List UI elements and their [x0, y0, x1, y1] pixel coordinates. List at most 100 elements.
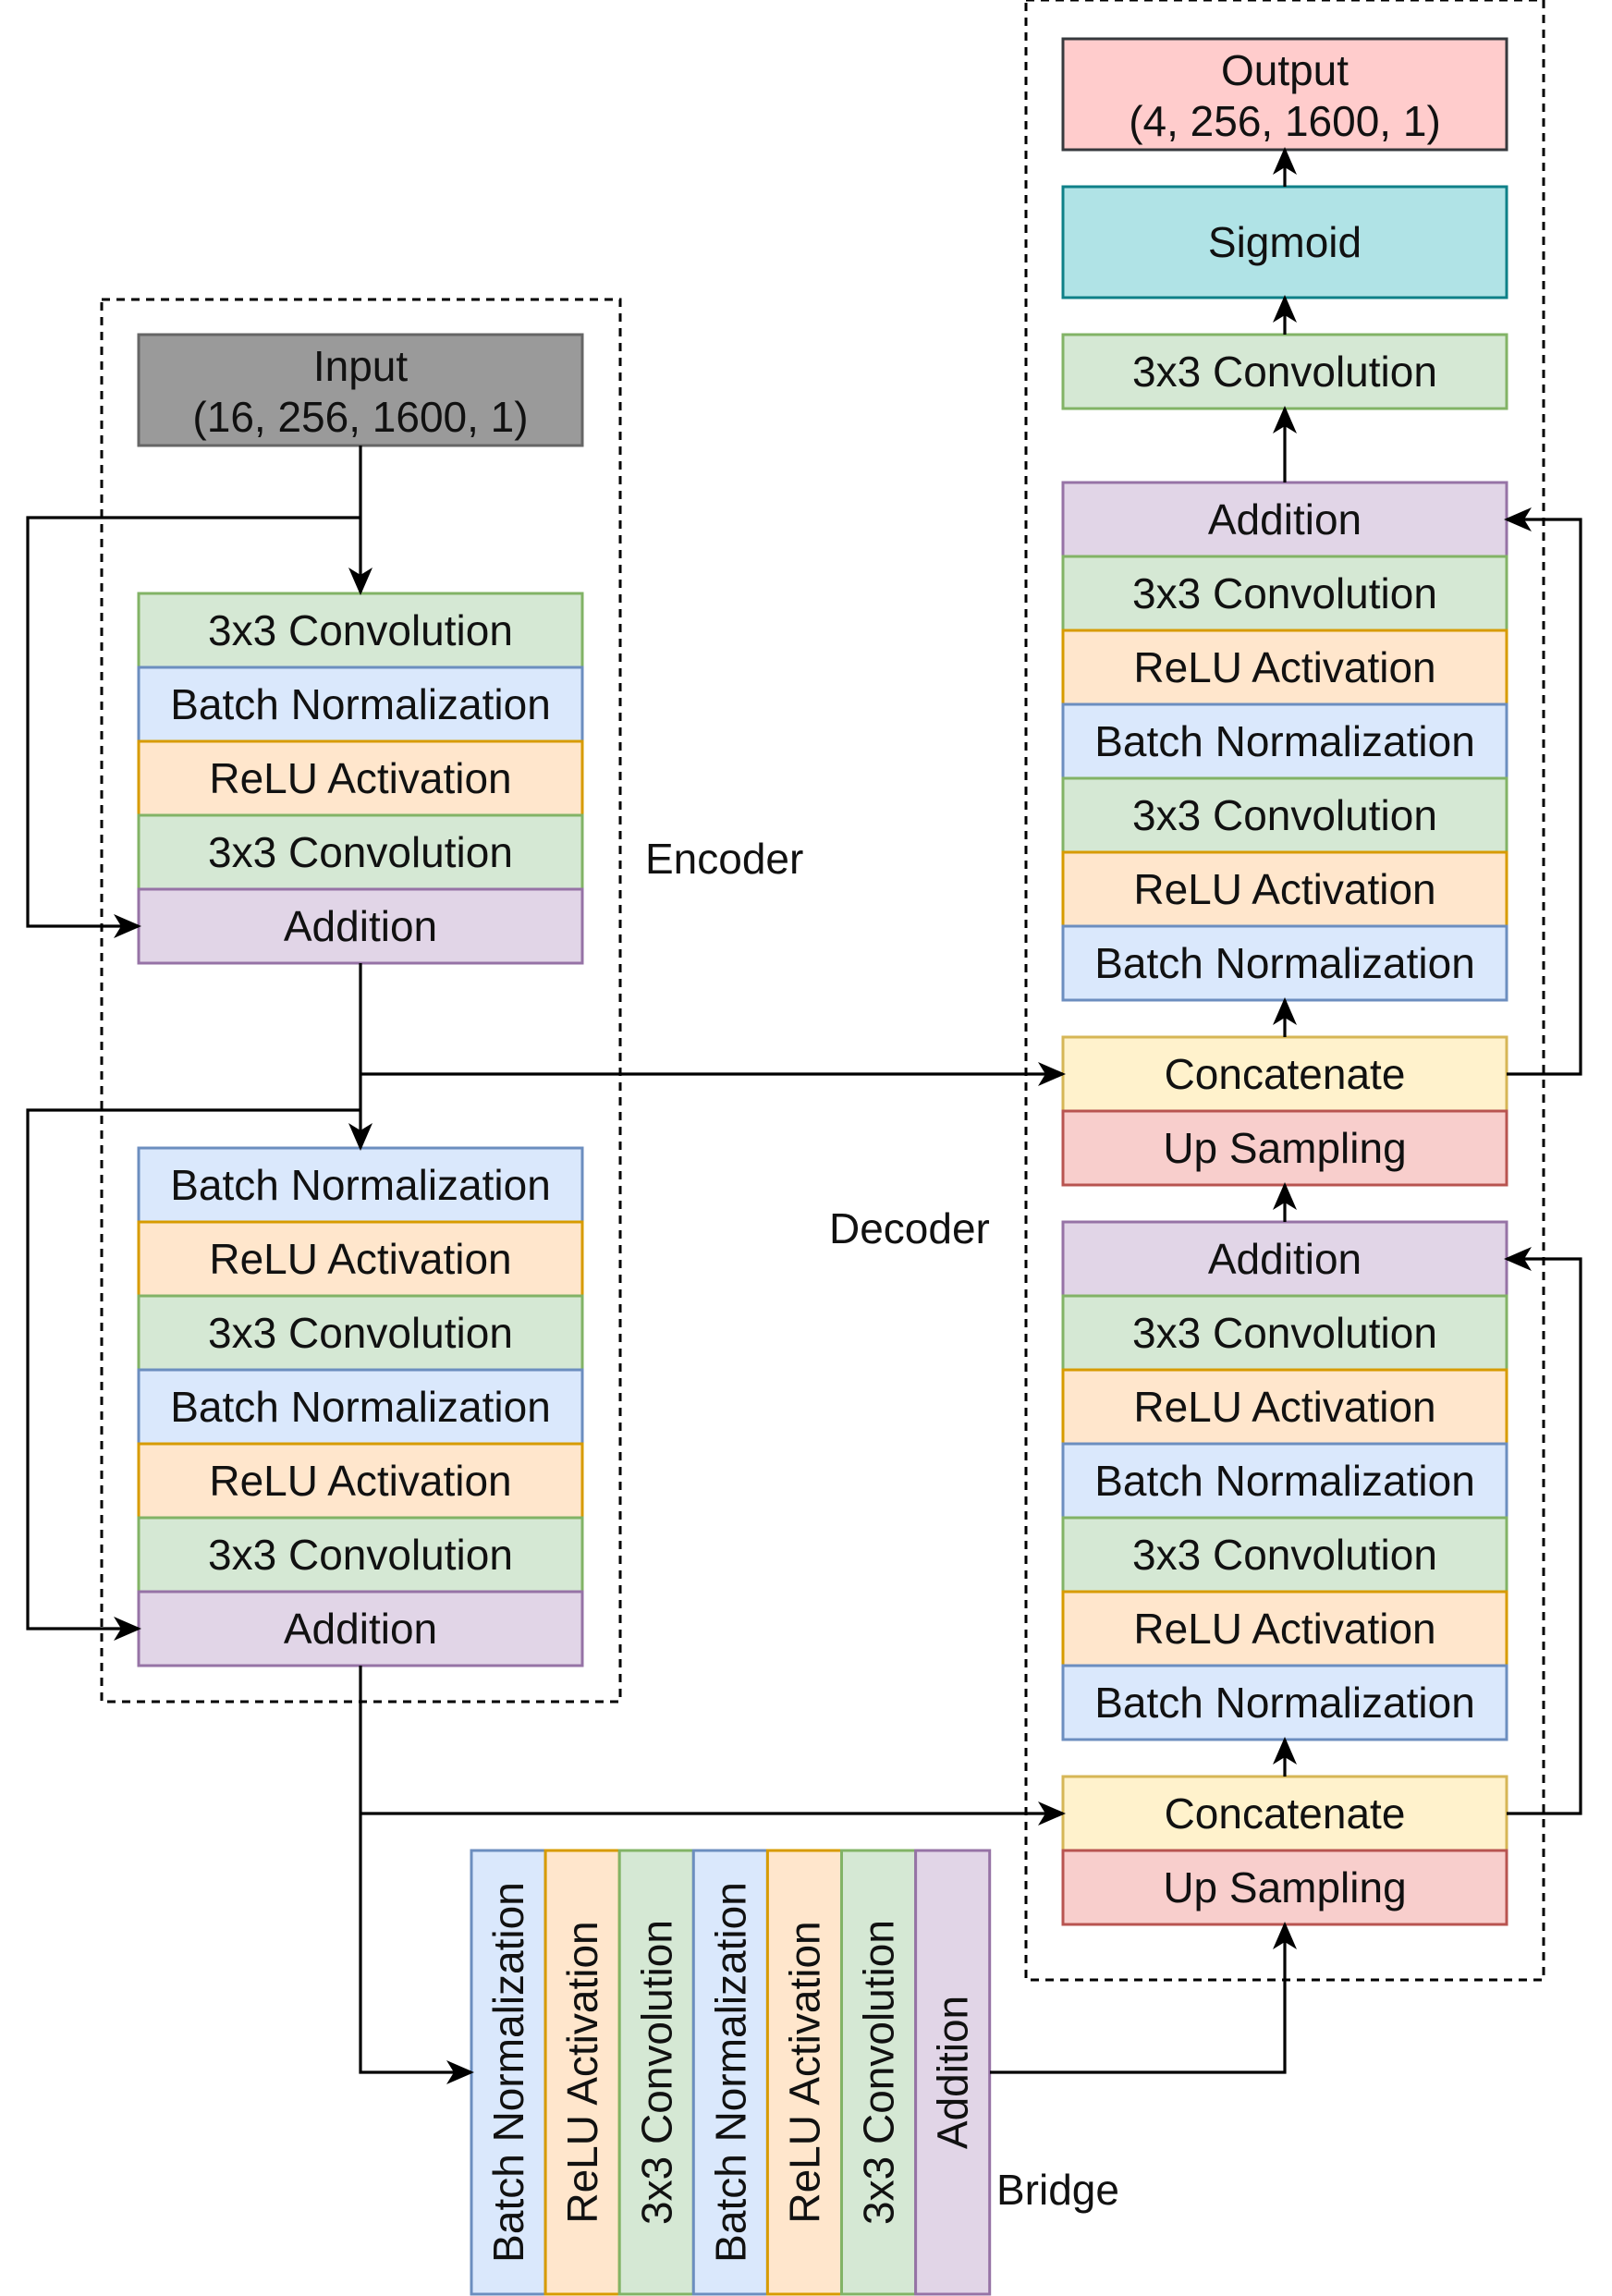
- relu-box: [1061, 1368, 1508, 1446]
- arrow-bridge-to-upsampling-2: [990, 1922, 1297, 2074]
- relu-label: ReLU Activation: [209, 1457, 511, 1505]
- batch-norm-label: Batch Normalization: [170, 680, 551, 728]
- convolution-box: [137, 813, 584, 891]
- batch-norm-label: Batch Normalization: [706, 1882, 754, 2263]
- convolution-box: [1061, 1516, 1508, 1594]
- up-sampling-label: Up Sampling: [1163, 1863, 1406, 1911]
- layer-convolution: 3x3 Convolution: [1061, 1516, 1508, 1594]
- layer-relu: ReLU Activation: [137, 739, 584, 817]
- concatenate-label: Concatenate: [1165, 1050, 1406, 1098]
- convolution-label: 3x3 Convolution: [1132, 1531, 1437, 1579]
- layer-convolution: 3x3 Convolution: [617, 1849, 695, 2296]
- output-title: Output: [1221, 46, 1349, 94]
- convolution-label: 3x3 Convolution: [1132, 1309, 1437, 1357]
- bridge-residual-block: Batch Normalization ReLU Activation 3x3 Co…: [470, 1849, 992, 2296]
- batch-norm-label: Batch Normalization: [170, 1161, 551, 1209]
- layer-addition: Addition: [137, 1590, 584, 1667]
- decoder-concat-upsample-1: Concatenate Up Sampling: [1061, 1035, 1508, 1187]
- addition-box: [1061, 481, 1508, 558]
- output-box: [1061, 37, 1508, 152]
- convolution-box: [1061, 776, 1508, 854]
- arrow-skip-decoder-2: [1504, 1247, 1582, 1815]
- layer-relu: ReLU Activation: [137, 1442, 584, 1520]
- decoder-concat-upsample-2: Concatenate Up Sampling: [1061, 1775, 1508, 1926]
- relu-label: ReLU Activation: [558, 1921, 606, 2223]
- output-shape: (4, 256, 1600, 1): [1129, 97, 1441, 145]
- connectors: [26, 147, 1582, 2084]
- layer-convolution: 3x3 Convolution: [840, 1849, 918, 2296]
- batch-norm-label: Batch Normalization: [170, 1383, 551, 1431]
- layer-relu: ReLU Activation: [1061, 1590, 1508, 1667]
- layer-convolution: 3x3 Convolution: [1061, 1294, 1508, 1372]
- layer-convolution: 3x3 Convolution: [137, 592, 584, 669]
- bridge-label: Bridge: [996, 2166, 1119, 2214]
- convolution-box: [137, 1294, 584, 1372]
- relu-box: [1061, 629, 1508, 706]
- batch-norm-label: Batch Normalization: [1094, 1679, 1475, 1727]
- decoder-label: Decoder: [829, 1204, 990, 1252]
- addition-box: [914, 1849, 992, 2296]
- layer-convolution: 3x3 Convolution: [1061, 776, 1508, 854]
- layer-sigmoid: Sigmoid: [1061, 185, 1508, 299]
- concatenate-label: Concatenate: [1165, 1789, 1406, 1838]
- layer-relu: ReLU Activation: [1061, 850, 1508, 928]
- relu-box: [137, 1442, 584, 1520]
- convolution-label: 3x3 Convolution: [208, 606, 513, 654]
- relu-label: ReLU Activation: [780, 1921, 828, 2223]
- batch-norm-label: Batch Normalization: [1094, 1457, 1475, 1505]
- layer-relu: ReLU Activation: [137, 1220, 584, 1298]
- addition-label: Addition: [1208, 1235, 1362, 1283]
- layer-addition: Addition: [137, 887, 584, 965]
- layer-batch-norm: Batch Normalization: [1061, 924, 1508, 1002]
- layer-convolution: 3x3 Convolution: [1061, 333, 1508, 410]
- convolution-box: [137, 1516, 584, 1594]
- sigmoid-box: [1061, 185, 1508, 299]
- convolution-label: 3x3 Convolution: [1132, 569, 1437, 617]
- convolution-label: 3x3 Convolution: [855, 1920, 903, 2225]
- relu-box: [765, 1849, 844, 2296]
- relu-box: [1061, 1590, 1508, 1667]
- layer-addition: Addition: [1061, 481, 1508, 558]
- layer-addition: Addition: [914, 1849, 992, 2296]
- addition-label: Addition: [284, 1605, 437, 1653]
- layer-batch-norm: Batch Normalization: [1061, 702, 1508, 780]
- convolution-label: 3x3 Convolution: [632, 1920, 680, 2225]
- layer-up-sampling: Up Sampling: [1061, 1109, 1508, 1187]
- convolution-label: 3x3 Convolution: [208, 1309, 513, 1357]
- relu-box: [137, 1220, 584, 1298]
- convolution-label: 3x3 Convolution: [1132, 791, 1437, 839]
- addition-box: [137, 1590, 584, 1667]
- input-shape: (16, 256, 1600, 1): [192, 393, 528, 441]
- relu-box: [543, 1849, 621, 2296]
- layer-concatenate: Concatenate: [1061, 1775, 1508, 1852]
- relu-label: ReLU Activation: [209, 754, 511, 802]
- addition-label: Addition: [929, 1996, 977, 2149]
- relu-box: [1061, 850, 1508, 928]
- relu-label: ReLU Activation: [1133, 1383, 1435, 1431]
- layer-batch-norm: Batch Normalization: [1061, 1442, 1508, 1520]
- up-sampling-label: Up Sampling: [1163, 1124, 1406, 1172]
- arrow-skip-encoder-2: [26, 1108, 360, 1641]
- relu-label: ReLU Activation: [209, 1235, 511, 1283]
- concatenate-box: [1061, 1035, 1508, 1113]
- layer-concatenate: Concatenate: [1061, 1035, 1508, 1113]
- layer-batch-norm: Batch Normalization: [137, 1146, 584, 1224]
- input-block: Input (16, 256, 1600, 1): [137, 333, 584, 447]
- layer-relu: ReLU Activation: [765, 1849, 844, 2296]
- addition-label: Addition: [284, 902, 437, 950]
- convolution-box: [1061, 1294, 1508, 1372]
- layer-batch-norm: Batch Normalization: [1061, 1664, 1508, 1741]
- convolution-box: [1061, 555, 1508, 632]
- up-sampling-box: [1061, 1109, 1508, 1187]
- batch-norm-box: [137, 1146, 584, 1224]
- relu-label: ReLU Activation: [1133, 643, 1435, 691]
- arrow-encoder2-to-bridge: [359, 1666, 474, 2084]
- addition-box: [1061, 1220, 1508, 1298]
- layer-relu: ReLU Activation: [1061, 1368, 1508, 1446]
- layer-output: Output(4, 256, 1600, 1): [1061, 37, 1508, 152]
- layer-batch-norm: Batch Normalization: [137, 666, 584, 743]
